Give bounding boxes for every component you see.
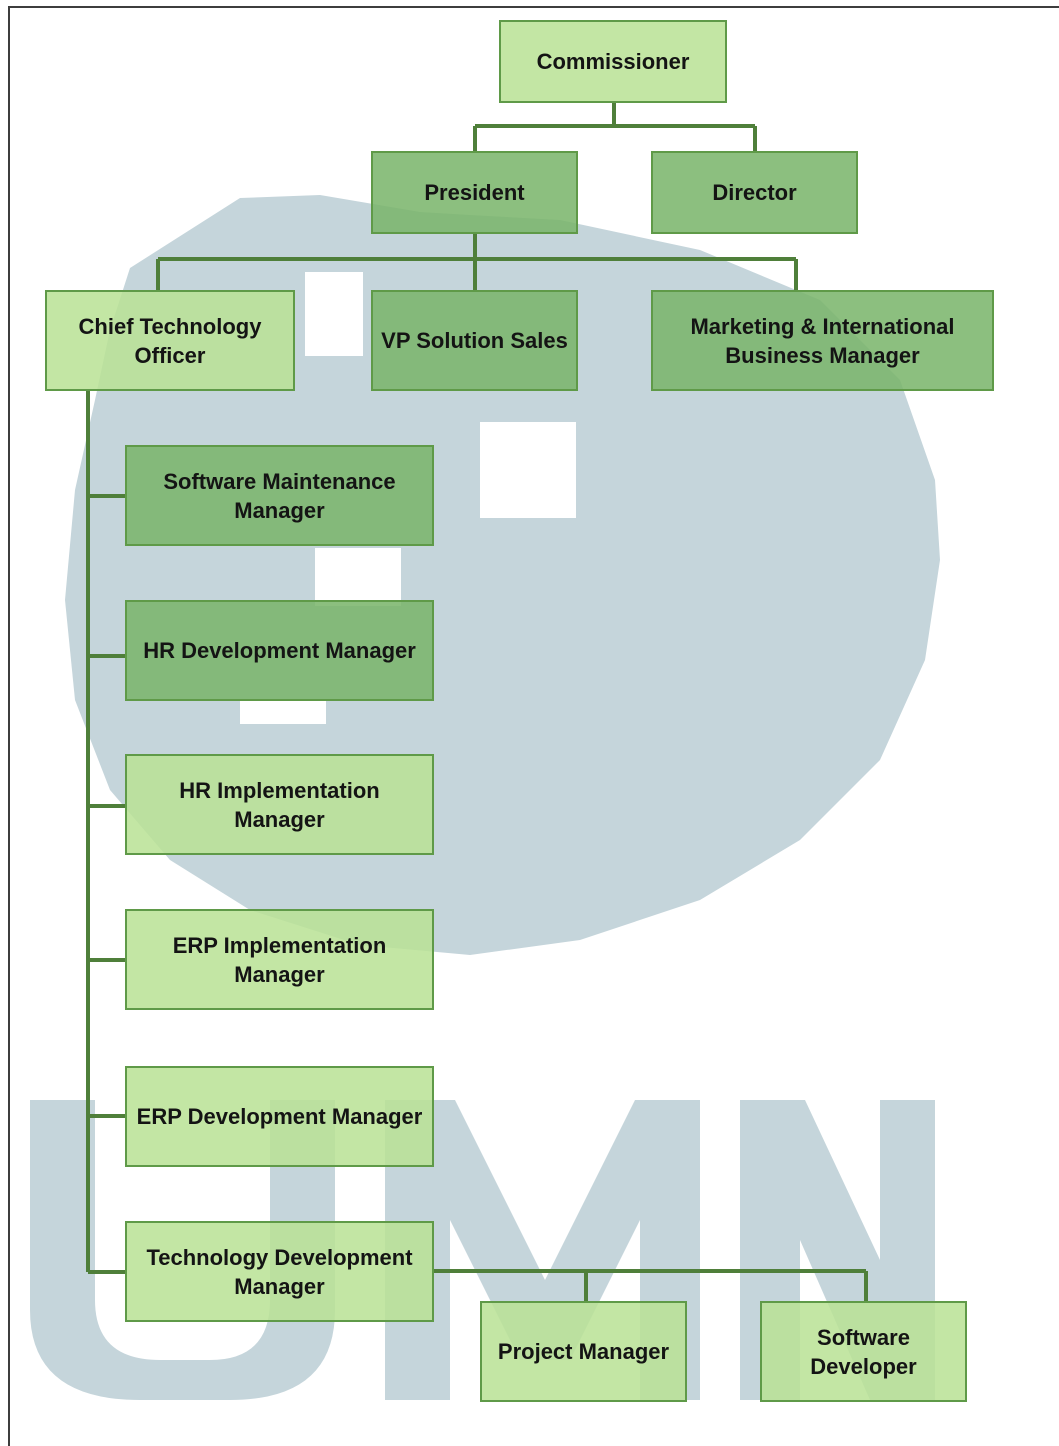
node-software-developer: Software Developer (760, 1301, 967, 1402)
node-erp-implementation-manager-label: ERP Implementation Manager (172, 932, 387, 987)
node-marketing-manager: Marketing & International Business Manag… (651, 290, 994, 391)
node-cto-label: Chief Technology Officer (78, 313, 262, 368)
node-commissioner: Commissioner (499, 20, 727, 103)
node-erp-implementation-manager: ERP Implementation Manager (125, 909, 434, 1010)
node-erp-development-manager-label: ERP Development Manager (136, 1104, 423, 1129)
node-technology-development-manager: Technology Development Manager (125, 1221, 434, 1322)
node-director-label: Director (712, 180, 797, 205)
page-frame (8, 6, 1059, 1446)
node-cto: Chief Technology Officer (45, 290, 295, 391)
node-marketing-manager-label: Marketing & International Business Manag… (690, 313, 955, 368)
node-hr-development-manager: HR Development Manager (125, 600, 434, 701)
node-vp-solution-sales-label: VP Solution Sales (381, 328, 568, 353)
node-software-maintenance-manager-label: Software Maintenance Manager (163, 468, 396, 523)
node-president: President (371, 151, 578, 234)
node-hr-implementation-manager: HR Implementation Manager (125, 754, 434, 855)
node-software-maintenance-manager: Software Maintenance Manager (125, 445, 434, 546)
node-vp-solution-sales: VP Solution Sales (371, 290, 578, 391)
node-project-manager-label: Project Manager (497, 1339, 670, 1364)
node-commissioner-label: Commissioner (536, 49, 690, 74)
node-president-label: President (424, 180, 525, 205)
node-hr-implementation-manager-label: HR Implementation Manager (179, 777, 380, 832)
node-project-manager: Project Manager (480, 1301, 687, 1402)
node-technology-development-manager-label: Technology Development Manager (146, 1244, 413, 1299)
node-software-developer-label: Software Developer (810, 1324, 917, 1379)
node-director: Director (651, 151, 858, 234)
node-hr-development-manager-label: HR Development Manager (143, 638, 416, 663)
node-erp-development-manager: ERP Development Manager (125, 1066, 434, 1167)
